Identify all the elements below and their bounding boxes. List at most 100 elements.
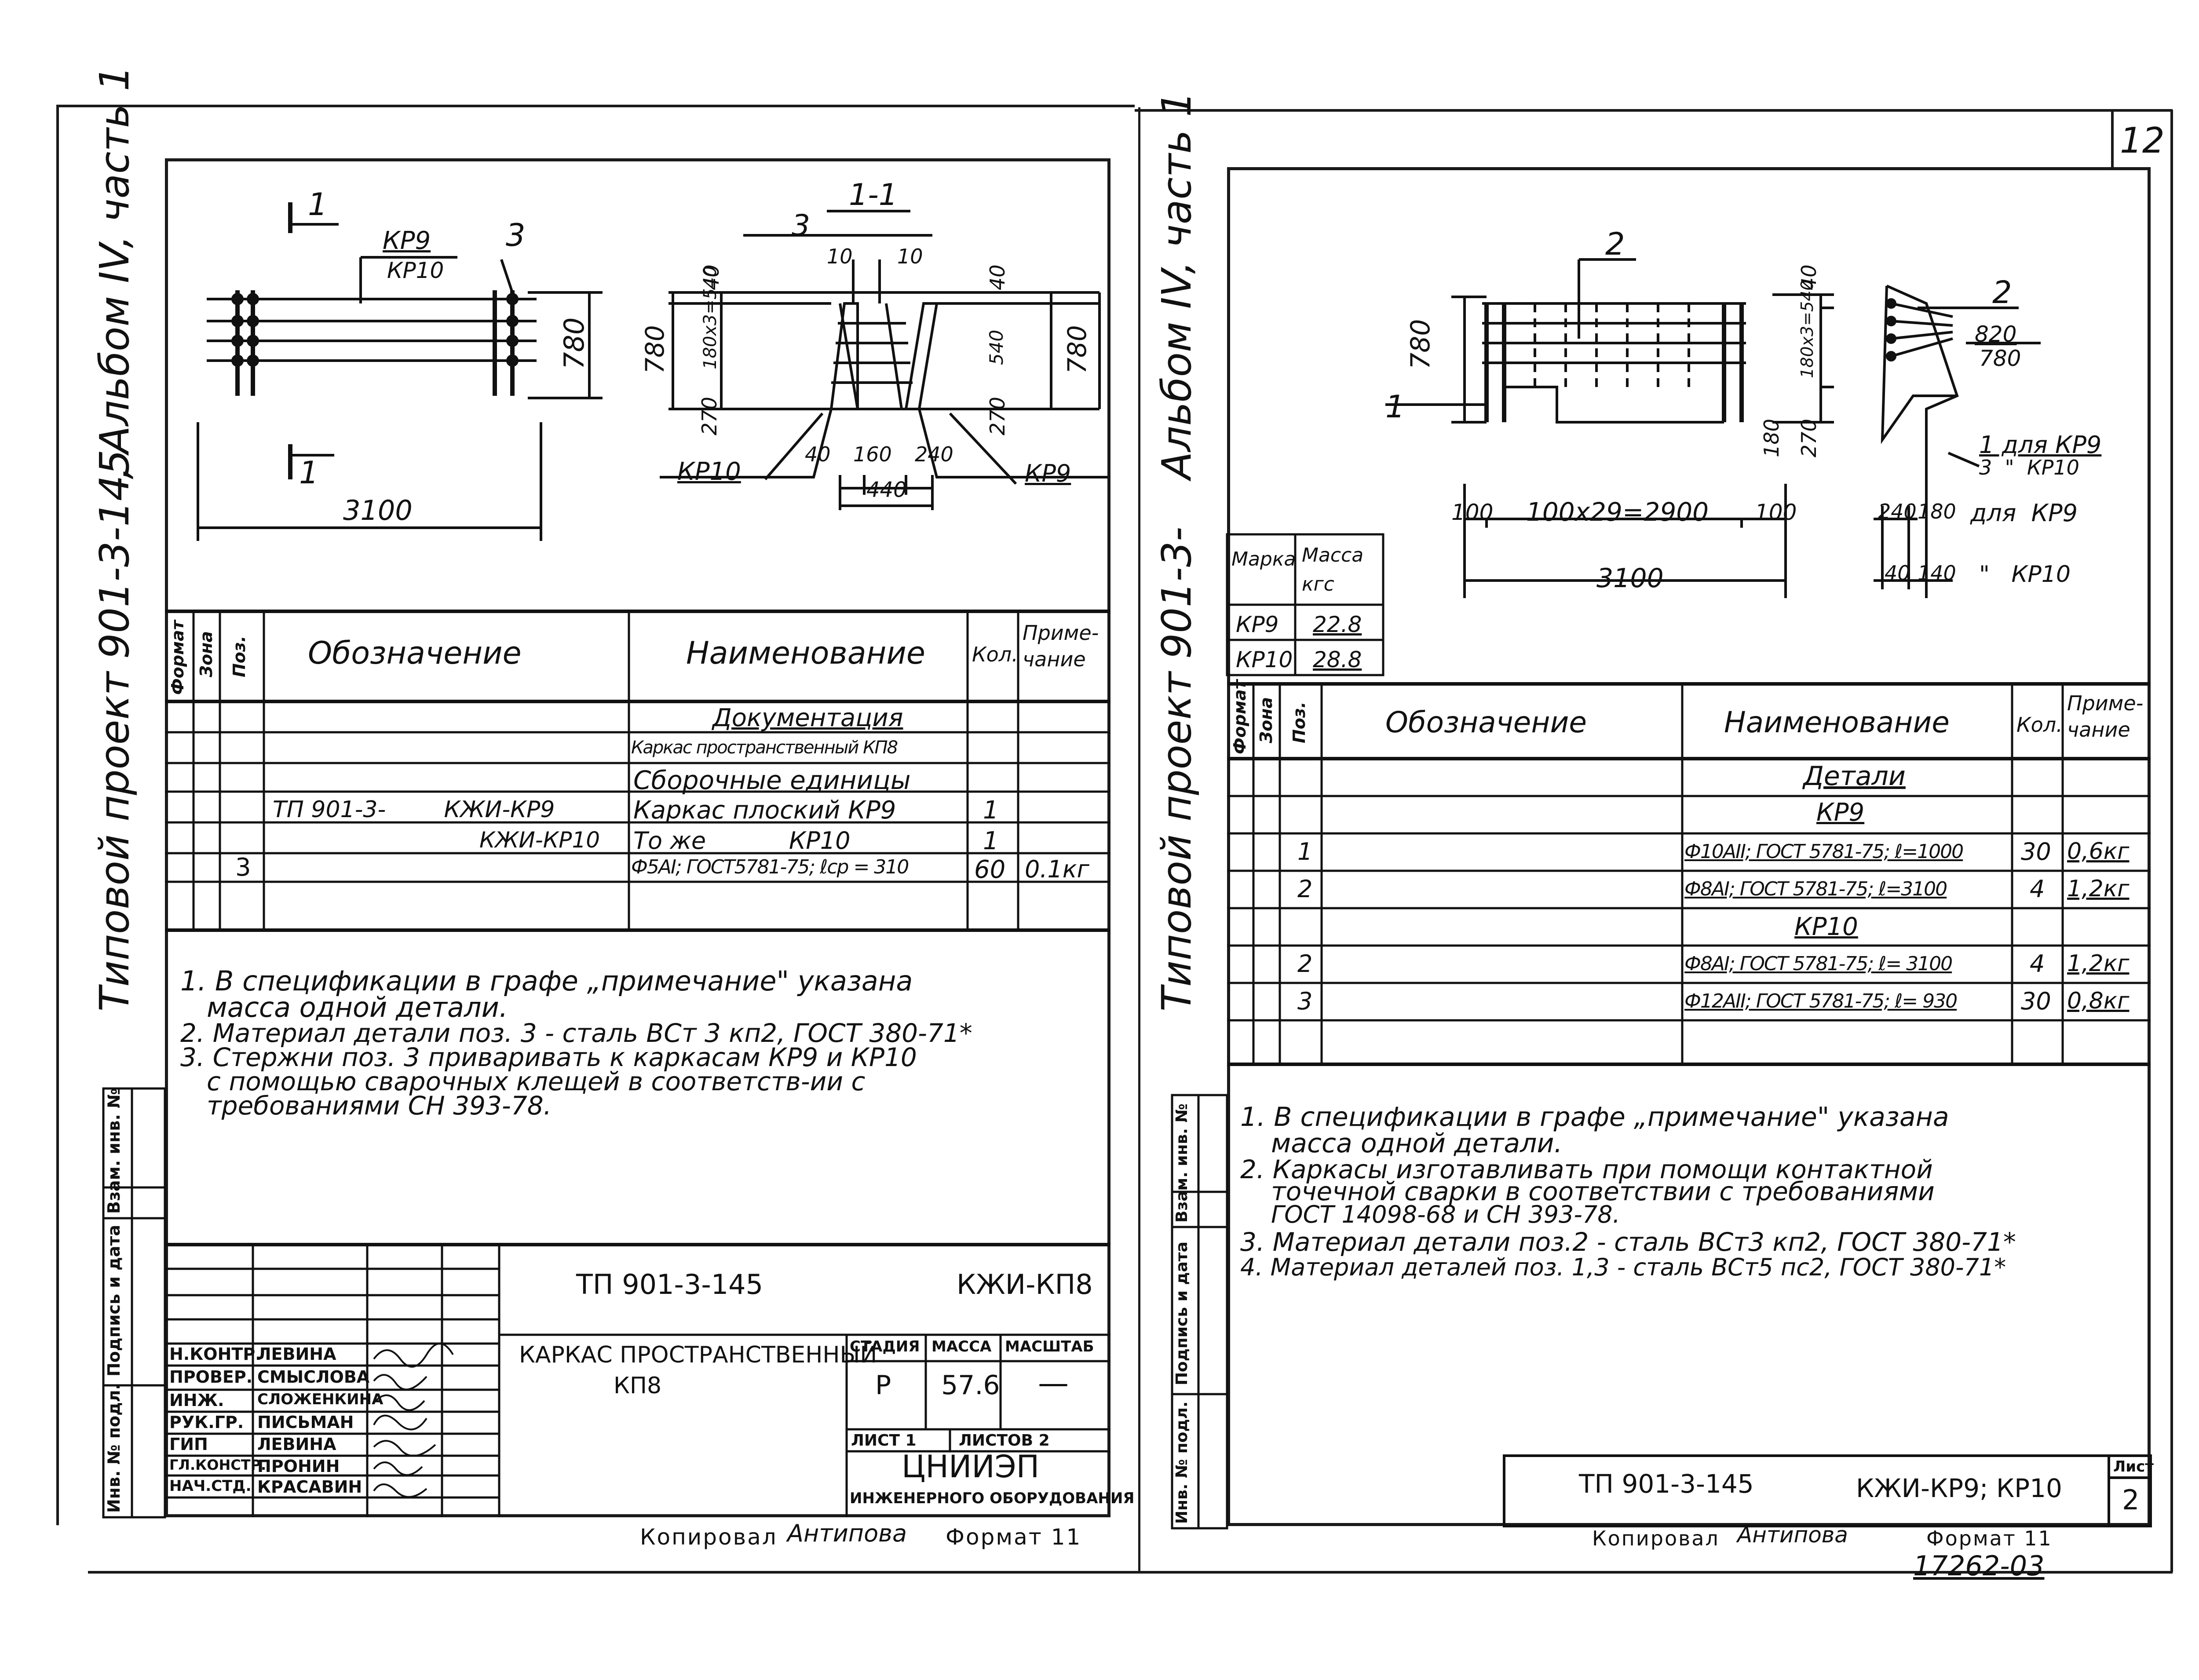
label-pos3: 3 bbox=[506, 217, 526, 253]
right-spec-row2-name: КР9 bbox=[1816, 798, 1865, 827]
right-callout-2: 3 " КР10 bbox=[1979, 456, 2079, 479]
mass-table-mark-2: КР10 bbox=[1236, 647, 1293, 672]
left-stage-label: СТАДИЯ bbox=[850, 1338, 920, 1355]
page-left-border bbox=[56, 105, 59, 1525]
left-spec-row5-name: То же КР10 bbox=[633, 827, 851, 855]
section-title: 1-1 bbox=[849, 178, 898, 212]
dim-10a: 10 bbox=[827, 245, 853, 268]
right-spec-header-designation: Обозначение bbox=[1385, 705, 1587, 739]
right-copied-label: Копировал bbox=[1592, 1527, 1720, 1550]
left-doc-code: ТП 901-3-145 bbox=[576, 1268, 763, 1300]
section-mark-bottom: 1 bbox=[299, 455, 319, 491]
right-callout-1: 1 для КР9 bbox=[1979, 431, 2102, 459]
mass-table-header-mass: Масса кгс bbox=[1302, 544, 1364, 595]
left-mass-label: МАССА bbox=[931, 1338, 992, 1355]
callout-kp10: КР10 bbox=[677, 457, 741, 486]
right-dim-3100: 3100 bbox=[1596, 563, 1664, 594]
right-spec-row6-name: Ф8АI; ГОСТ 5781-75; ℓ= 3100 bbox=[1684, 953, 1953, 975]
left-spec-row6-note: 0.1кг bbox=[1025, 855, 1089, 883]
left-title2: КП8 bbox=[614, 1373, 662, 1399]
right-dim-100b: 100 bbox=[1755, 500, 1797, 525]
left-note-line3: 2. Материал детали поз. 3 - сталь ВСт 3 … bbox=[180, 1018, 972, 1048]
right-spec-header-qty: Кол. bbox=[2016, 713, 2063, 737]
left-note-line1: 1. В спецификации в графе „примечание" у… bbox=[180, 965, 913, 997]
right-callout-3: для КР9 bbox=[1970, 499, 2078, 527]
left-copied-by: Антипова bbox=[787, 1519, 907, 1547]
left-name-2: СМЫСЛОВА bbox=[257, 1367, 370, 1387]
right-spec-row6-qty: 4 bbox=[2030, 950, 2045, 978]
mass-table-mass-1: 22.8 bbox=[1313, 612, 1362, 637]
right-spec-row4-qty: 4 bbox=[2030, 875, 2045, 903]
left-spec-row6-name: Ф5АI; ГОСТ5781-75; ℓср = 310 bbox=[631, 856, 909, 878]
right-format: Формат 11 bbox=[1926, 1527, 2053, 1550]
mass-table-mark-1: КР9 bbox=[1236, 612, 1279, 637]
mass-table-header-mark: Марка bbox=[1231, 548, 1296, 570]
left-name-4: ПИСЬМАН bbox=[257, 1413, 354, 1432]
left-spec-row4-qty: 1 bbox=[983, 796, 999, 825]
right-spec-row6-note: 1,2кг bbox=[2067, 950, 2130, 977]
right-sheet-no: 2 bbox=[2122, 1484, 2140, 1516]
left-note-line6: требованиями СН 393-78. bbox=[207, 1091, 552, 1121]
section-mark-top: 1 bbox=[308, 186, 328, 223]
left-org: ЦНИИЭП bbox=[902, 1449, 1040, 1485]
right-dim-40b: 40 bbox=[1885, 561, 1910, 585]
right-spec-header-name: Наименование bbox=[1724, 705, 1950, 739]
right-doc-code: ТП 901-3-145 bbox=[1579, 1469, 1754, 1499]
right-note-line4: точечной сварки в соответствии с требова… bbox=[1271, 1176, 1935, 1206]
right-label-pos1: 1 bbox=[1385, 389, 1405, 425]
right-callout-4: " КР10 bbox=[1979, 561, 2071, 588]
left-role-2: ПРОВЕР. bbox=[169, 1367, 253, 1387]
left-spec-row1-name: Документация bbox=[712, 704, 903, 732]
right-spec-row4-note: 1,2кг bbox=[2067, 876, 2130, 902]
dim-10b: 10 bbox=[897, 245, 923, 268]
right-spec-row7-pos: 3 bbox=[1297, 987, 1313, 1015]
right-dim-180c: 180 bbox=[1918, 500, 1956, 523]
left-role-3: ИНЖ. bbox=[169, 1391, 224, 1410]
left-copied-label: Копировал bbox=[640, 1524, 778, 1550]
left-spec-row4-designation: ТП 901-3- КЖИ-КР9 bbox=[273, 796, 555, 823]
right-note-line7: 4. Материал деталей поз. 1,3 - сталь ВСт… bbox=[1240, 1253, 2006, 1281]
mass-table-mass-2: 28.8 bbox=[1313, 647, 1362, 672]
left-spec-header-name: Наименование bbox=[686, 635, 925, 671]
right-dim-780b: 780 bbox=[1979, 346, 2021, 371]
left-org2: ИНЖЕНЕРНОГО ОБОРУДОВАНИЯ bbox=[850, 1490, 1135, 1507]
left-spec-header-note: Приме- чание bbox=[1023, 621, 1099, 671]
left-mass: 57.6 bbox=[941, 1370, 1000, 1401]
dim-40-bottom: 40 bbox=[805, 442, 831, 466]
left-role-1: Н.КОНТР. bbox=[169, 1344, 262, 1364]
left-name-1: ЛЕВИНА bbox=[257, 1344, 336, 1364]
left-scale-label: МАСШТАБ bbox=[1005, 1338, 1094, 1355]
left-spec-row4-name: Каркас плоский КР9 bbox=[633, 796, 896, 825]
right-dim-2900: 100х29=2900 bbox=[1526, 497, 1709, 527]
dim-160: 160 bbox=[853, 442, 892, 466]
right-spec-row6-pos: 2 bbox=[1297, 950, 1313, 978]
left-scale: — bbox=[1038, 1365, 1069, 1401]
right-note-line1: 1. В спецификации в графе „примечание" у… bbox=[1240, 1102, 1949, 1132]
left-role-5: ГИП bbox=[169, 1435, 208, 1454]
right-sheet-frame bbox=[1227, 167, 2151, 1526]
page-top-border bbox=[57, 105, 1135, 107]
left-format: Формат 11 bbox=[946, 1524, 1082, 1550]
right-dim-100a: 100 bbox=[1451, 500, 1494, 525]
right-spec-row3-note: 0,6кг bbox=[2067, 838, 2130, 865]
right-spec-header-note: Приме- чание bbox=[2067, 691, 2144, 741]
left-name-7: КРАСАВИН bbox=[257, 1477, 362, 1497]
right-spec-row1-name: Детали bbox=[1803, 761, 1906, 792]
page-top-border-right bbox=[1135, 109, 2173, 112]
left-stage: Р bbox=[875, 1370, 891, 1401]
right-dim-140: 140 bbox=[1918, 561, 1956, 585]
dim-240: 240 bbox=[915, 442, 953, 466]
right-spec-row3-name: Ф10АII; ГОСТ 5781-75; ℓ=1000 bbox=[1684, 840, 1964, 863]
left-sheets-total: ЛИСТОВ 2 bbox=[959, 1432, 1050, 1450]
left-spec-row6-qty: 60 bbox=[974, 855, 1006, 884]
left-title: КАРКАС ПРОСТРАНСТВЕННЫЙ bbox=[519, 1342, 877, 1368]
left-spec-row5-qty: 1 bbox=[983, 827, 999, 855]
left-role-4: РУК.ГР. bbox=[169, 1413, 244, 1432]
right-note-line2: масса одной детали. bbox=[1271, 1128, 1563, 1159]
right-archive-number: 17262-03 bbox=[1913, 1550, 2045, 1582]
